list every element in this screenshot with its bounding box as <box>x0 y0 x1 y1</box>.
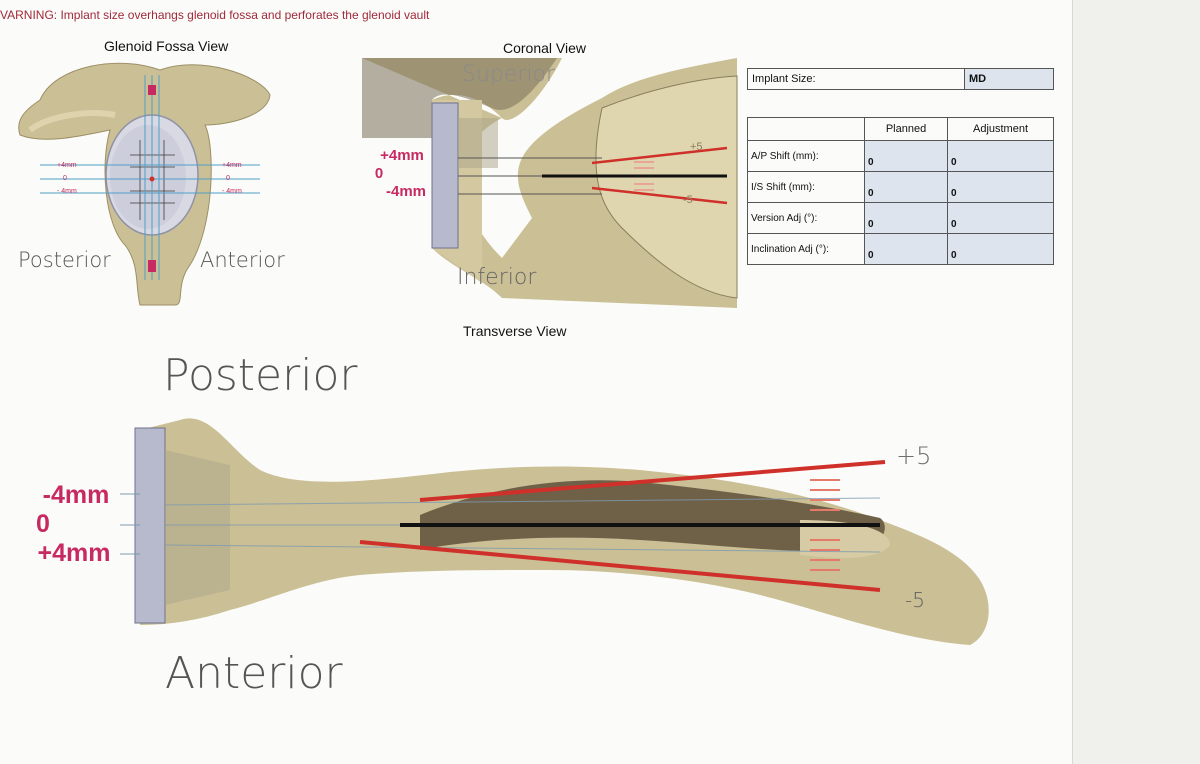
header-empty <box>747 117 865 141</box>
ap-shift-planned: 0 <box>864 140 948 172</box>
coronal-minus5-label: -5 <box>683 194 693 206</box>
transverse-image <box>120 418 989 645</box>
adjustment-table: Planned Adjustment A/P Shift (mm): 0 0 I… <box>747 117 1054 265</box>
inclination-adj-adjustment: 0 <box>947 233 1054 265</box>
table-row: A/P Shift (mm): 0 0 <box>747 140 1054 172</box>
coronal-plus5-label: +5 <box>690 141 703 153</box>
glenoid-fossa-image <box>18 62 271 306</box>
row-label: Version Adj (°): <box>747 202 865 234</box>
glenoid-anterior-label: Anterior <box>200 248 285 272</box>
coronal-image <box>362 58 738 308</box>
transverse-minus5-label: -5 <box>905 588 925 612</box>
glenoid-left-scale-plus: +4mm <box>57 162 77 169</box>
glenoid-right-scale-minus: - 4mm <box>222 188 242 195</box>
glenoid-right-scale-zero: 0 <box>226 175 230 182</box>
ap-shift-adjustment: 0 <box>947 140 1054 172</box>
glenoid-posterior-label: Posterior <box>18 248 111 272</box>
transverse-view-title: Transverse View <box>463 323 567 339</box>
row-label: I/S Shift (mm): <box>747 171 865 203</box>
is-shift-planned: 0 <box>864 171 948 203</box>
transverse-posterior-label: Posterior <box>163 350 358 401</box>
coronal-scale-zero: 0 <box>374 165 384 182</box>
glenoid-right-scale-plus: +4mm <box>222 162 242 169</box>
coronal-scale-minus: -4mm <box>385 183 426 200</box>
transverse-scale-minus: -4mm <box>42 481 110 509</box>
table-row: Version Adj (°): 0 0 <box>747 202 1054 234</box>
coronal-superior-label: Superior <box>462 62 556 87</box>
glenoid-left-scale-zero: 0 <box>63 175 67 182</box>
page-margin <box>1073 0 1200 764</box>
implant-size-label: Implant Size: <box>747 68 965 90</box>
is-shift-adjustment: 0 <box>947 171 1054 203</box>
coronal-inferior-label: Inferior <box>457 265 537 290</box>
table-row: Inclination Adj (°): 0 0 <box>747 233 1054 265</box>
row-label: Inclination Adj (°): <box>747 233 865 265</box>
version-adj-adjustment: 0 <box>947 202 1054 234</box>
glenoid-view-title: Glenoid Fossa View <box>104 38 229 54</box>
inclination-adj-planned: 0 <box>864 233 948 265</box>
transverse-scale-zero: 0 <box>36 510 50 538</box>
glenoid-left-scale-minus: - 4mm <box>57 188 77 195</box>
header-adjustment: Adjustment <box>947 117 1054 141</box>
row-label: A/P Shift (mm): <box>747 140 865 172</box>
header-planned: Planned <box>864 117 948 141</box>
coronal-implant <box>431 102 459 249</box>
warning-text: VARNING: Implant size overhangs glenoid … <box>0 8 430 22</box>
transverse-anterior-label: Anterior <box>165 648 343 699</box>
coronal-view-title: Coronal View <box>503 40 587 56</box>
transverse-plus5-label: +5 <box>896 442 932 470</box>
table-row: I/S Shift (mm): 0 0 <box>747 171 1054 203</box>
implant-size-value: MD <box>964 68 1054 90</box>
version-adj-planned: 0 <box>864 202 948 234</box>
implant-size-table: Implant Size: MD <box>747 68 1054 90</box>
coronal-scale-plus: +4mm <box>380 147 424 164</box>
transverse-scale-plus: +4mm <box>37 539 111 567</box>
